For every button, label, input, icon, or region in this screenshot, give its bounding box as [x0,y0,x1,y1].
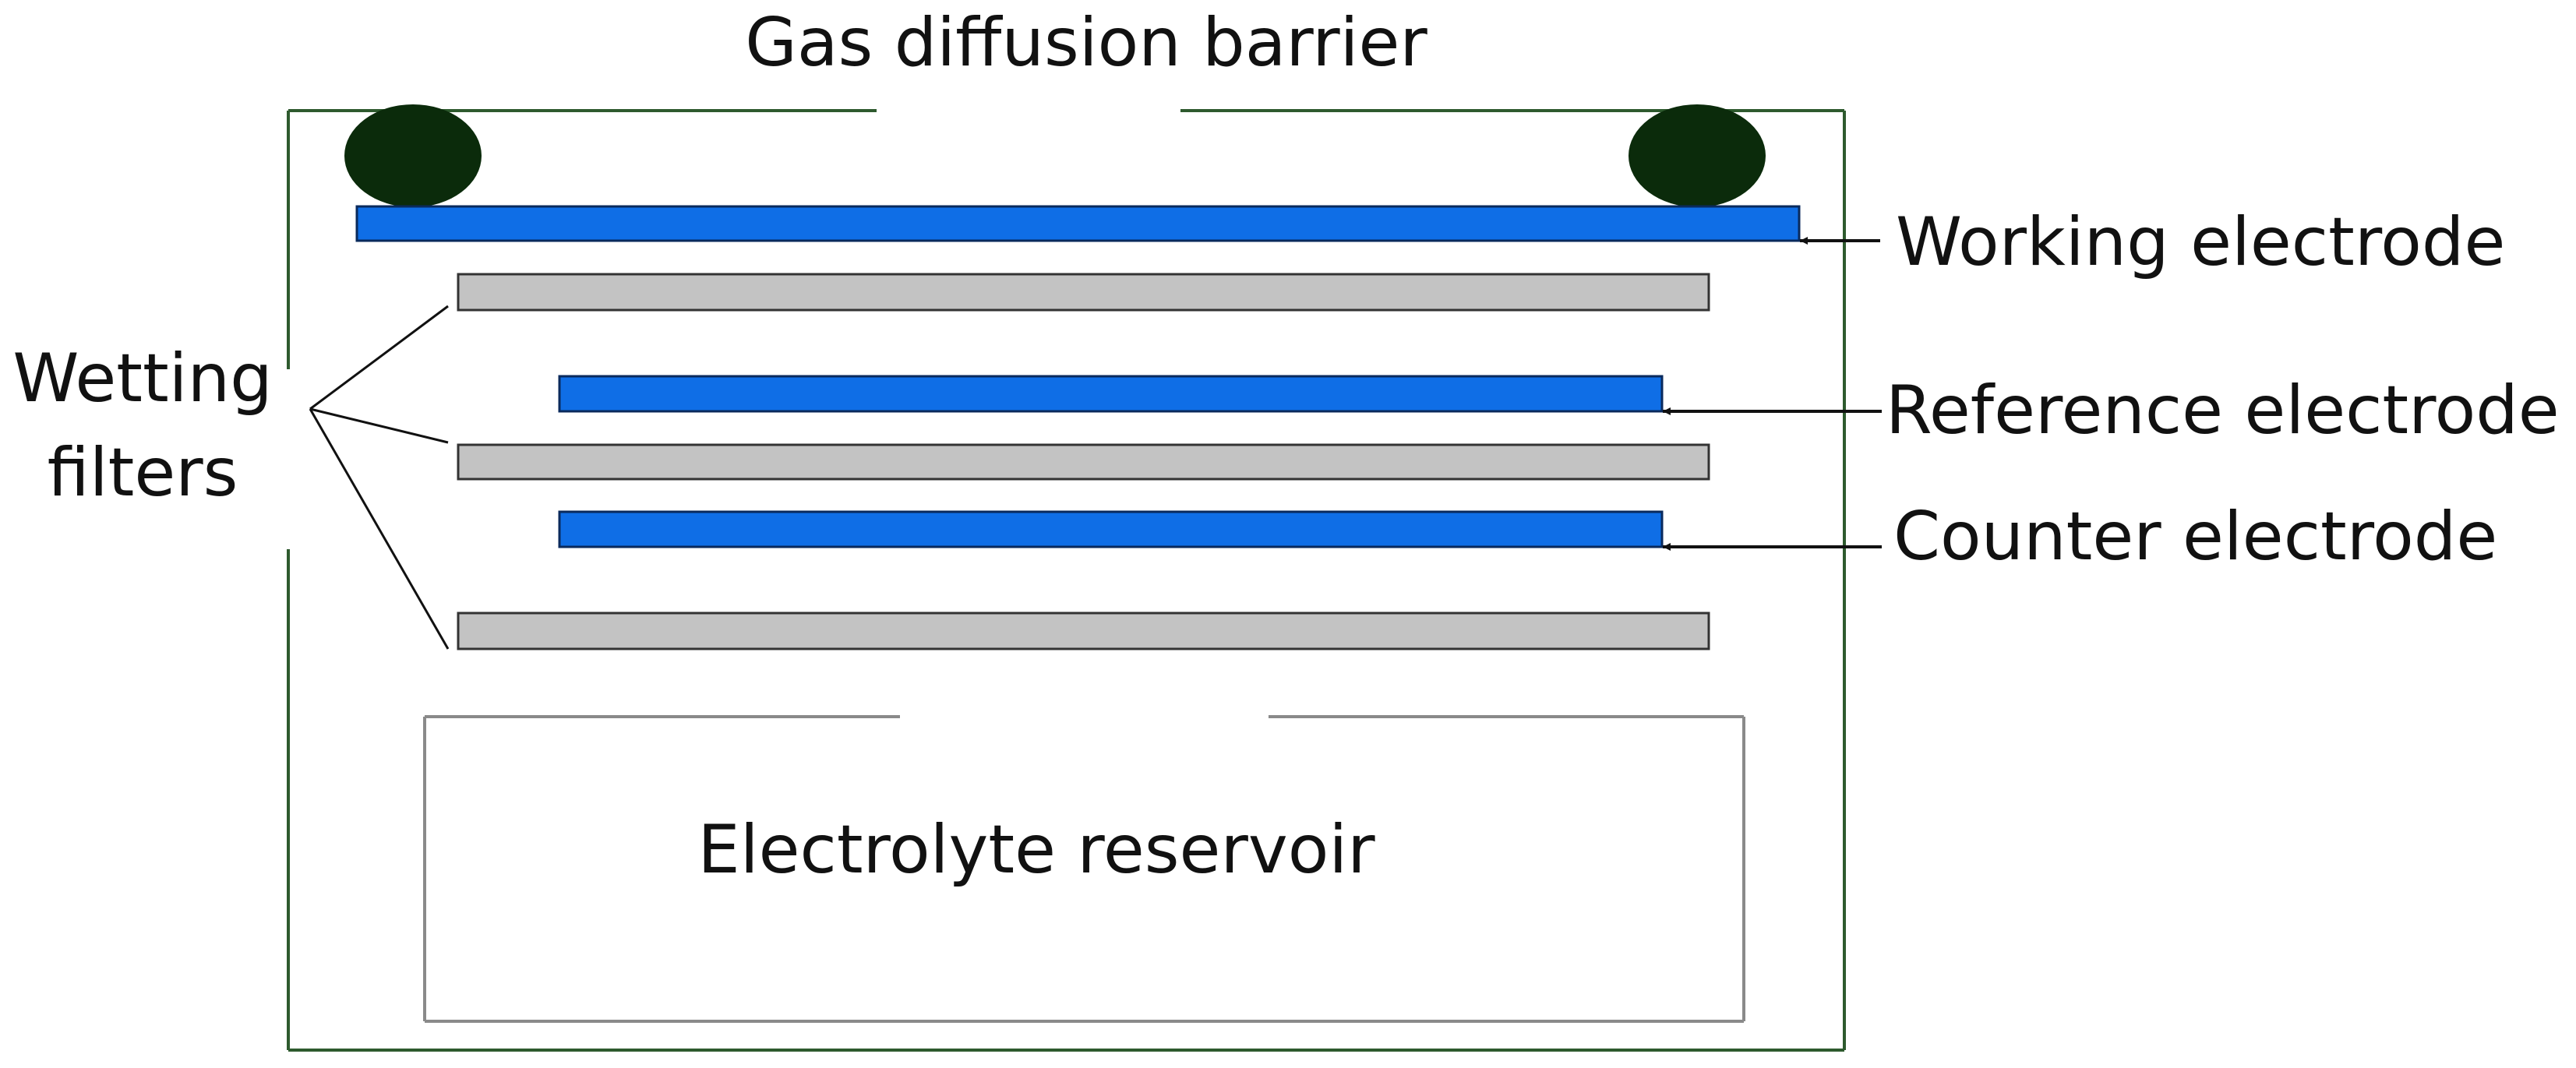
wetting-filter-2 [457,443,1710,481]
counter-electrode-label: Counter electrode [1893,498,2497,576]
wetting-filter-leader-1 [309,305,449,411]
o-ring-right [1629,104,1766,207]
working-electrode-label: Working electrode [1896,203,2505,281]
sensor-housing [287,109,1846,1052]
reference-electrode-label: Reference electrode [1886,372,2560,449]
wetting-filter-leader-2 [309,407,449,444]
o-ring-left [344,104,482,207]
wetting-filter-1 [457,273,1710,312]
working-electrode-layer [355,205,1801,242]
wetting-filters-label-line1: Wetting [12,340,272,418]
wetting-filters-leaders [309,305,450,650]
wetting-filter-3 [457,612,1710,650]
reference-electrode-layer [558,375,1664,413]
electrolyte-reservoir-label: Electrolyte reservoir [697,811,1375,889]
wetting-filters-label-line2: filters [48,434,238,512]
gas-diffusion-barrier-label: Gas diffusion barrier [745,4,1427,82]
counter-electrode-layer [558,510,1664,548]
electrolyte-reservoir [423,715,1745,1023]
wetting-filter-leader-3 [309,408,450,650]
